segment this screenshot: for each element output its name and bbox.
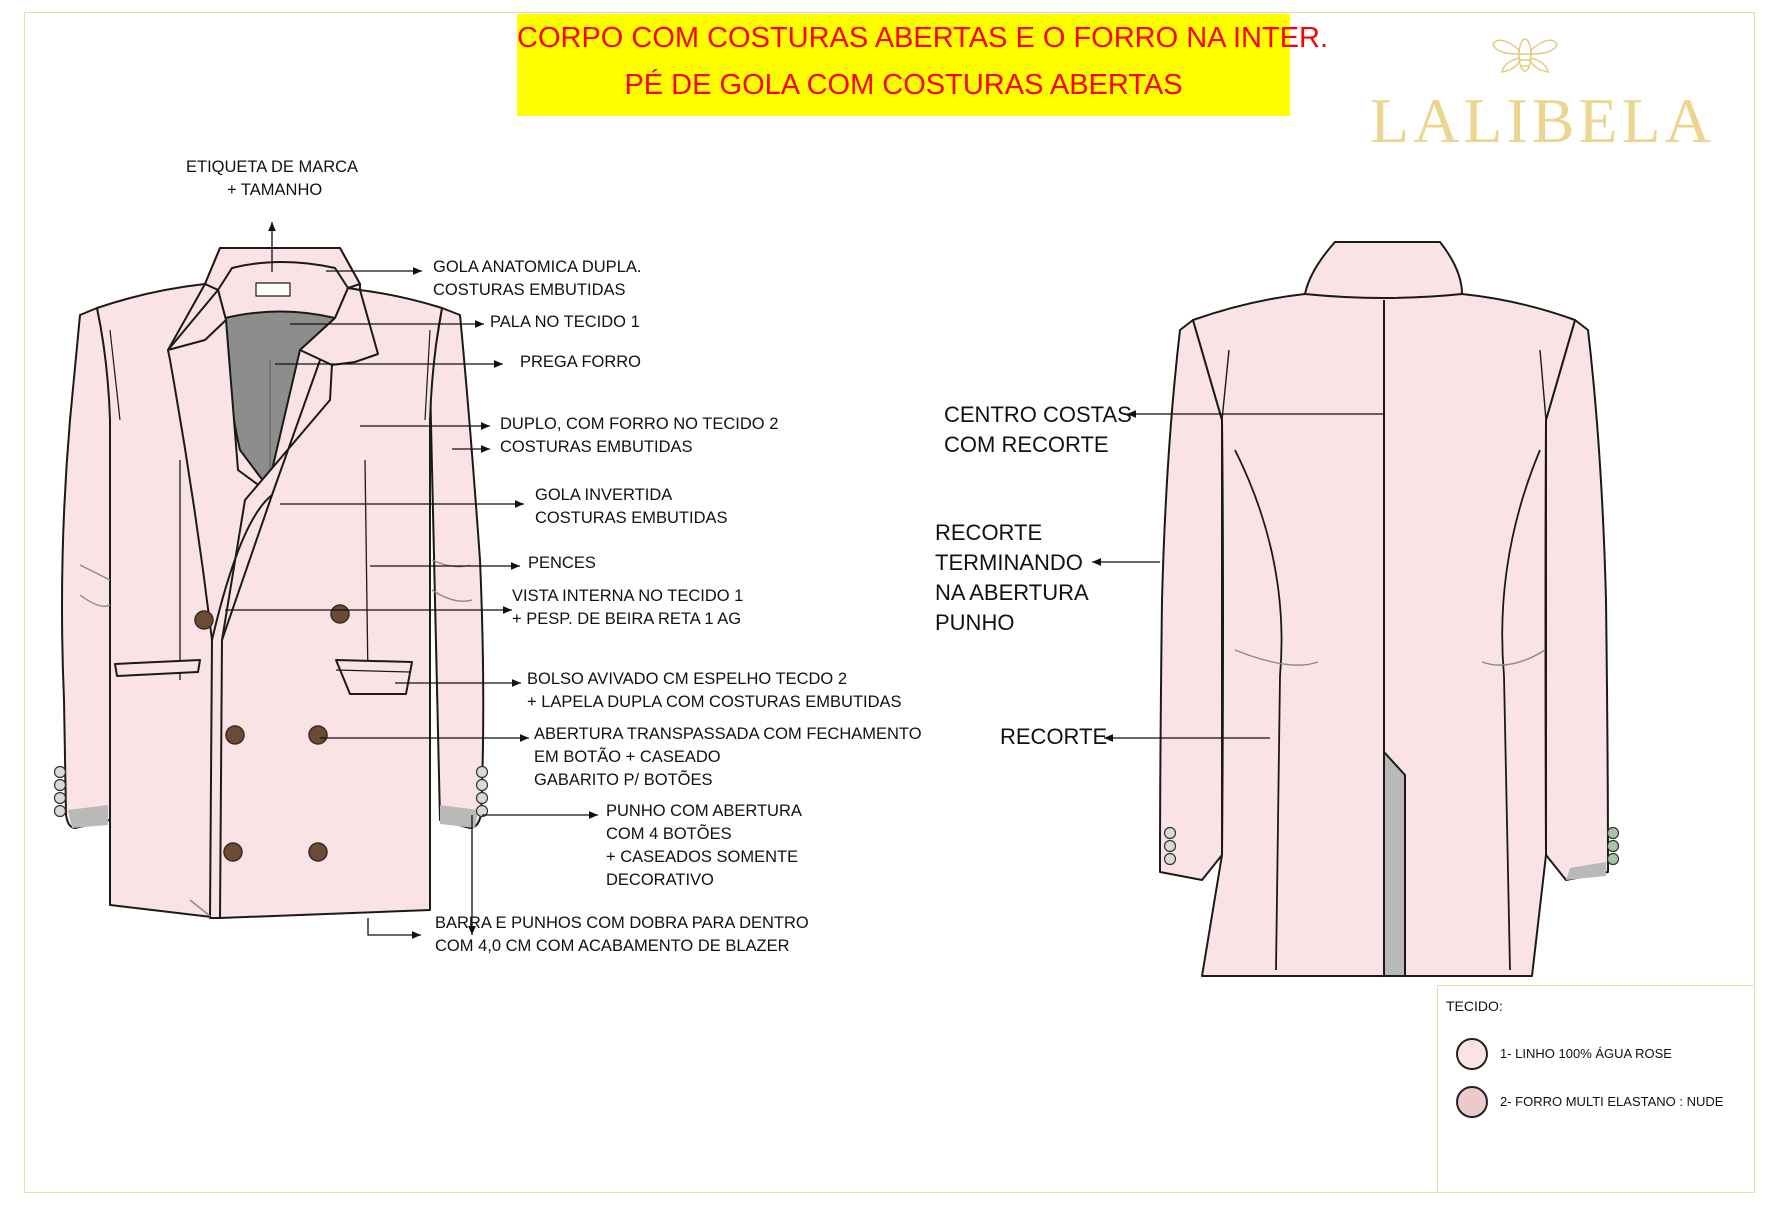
button-icon (223, 842, 243, 862)
label-duplo-line1: DUPLO, COM FORRO NO TECIDO 2 (500, 415, 779, 433)
button-icon (308, 725, 328, 745)
label-punho-line4: DECORATIVO (606, 871, 714, 889)
legend-title: TECIDO: (1446, 998, 1503, 1014)
banner-line-1: CORPO COM COSTURAS ABERTAS E O FORRO NA … (517, 22, 1329, 54)
label-recorte-punho-line3: NA ABERTURA (935, 580, 1089, 605)
label-punho-line3: + CASEADOS SOMENTE (606, 848, 799, 866)
label-punho-line2: COM 4 BOTÕES (606, 825, 732, 843)
banner-line-2: PÉ DE GOLA COM COSTURAS ABERTAS (624, 69, 1183, 101)
front-buttons (194, 604, 350, 862)
page-frame (24, 12, 1755, 1193)
button-icon (194, 610, 214, 630)
legend-item-1-label: 1- LINHO 100% ÁGUA ROSE (1500, 1046, 1672, 1061)
label-gola-invertida-line2: COSTURAS EMBUTIDAS (535, 509, 728, 527)
label-duplo-line2: COSTURAS EMBUTIDAS (500, 438, 693, 456)
label-gola-invertida-line1: GOLA INVERTIDA (535, 486, 673, 504)
label-abertura-line1: ABERTURA TRANSPASSADA COM FECHAMENTO (534, 725, 922, 743)
front-collar-stand (204, 247, 361, 291)
label-abertura-line3: GABARITO P/ BOTÕES (534, 771, 713, 789)
label-recorte-punho-line1: RECORTE (935, 520, 1043, 545)
front-right-sleeve (429, 307, 485, 829)
spec-banner: CORPO COM COSTURAS ABERTAS E O FORRO NA … (517, 14, 1329, 116)
label-pala: PALA NO TECIDO 1 (490, 313, 640, 331)
label-recorte-punho-line4: PUNHO (935, 610, 1015, 635)
swatch-fabric-2 (1456, 1086, 1488, 1118)
front-dart-right (364, 459, 369, 681)
front-cuff-buttons (53, 765, 489, 818)
label-punho-line1: PUNHO COM ABERTURA (606, 802, 802, 820)
label-barra-line1: BARRA E PUNHOS COM DOBRA PARA DENTRO (435, 914, 809, 932)
button-icon (308, 842, 328, 862)
label-etiqueta-line2: + TAMANHO (227, 181, 323, 199)
label-etiqueta-line1: ETIQUETA DE MARCA (186, 158, 359, 176)
front-left-cuff-lining (68, 805, 108, 828)
back-jacket (1159, 241, 1609, 977)
legend-item-2-label: 2- FORRO MULTI ELASTANO : NUDE (1500, 1094, 1724, 1109)
label-recorte-punho-line2: TERMINANDO (935, 550, 1083, 575)
swatch-fabric-1 (1456, 1038, 1488, 1070)
label-recorte: RECORTE (1000, 724, 1108, 749)
front-right-pocket-flap (335, 659, 413, 695)
label-vista-line2: + PESP. DE BEIRA RETA 1 AG (512, 610, 742, 628)
label-pences: PENCES (528, 554, 596, 572)
back-vent (1383, 751, 1406, 977)
brand-label-tag (255, 282, 291, 297)
fabric-legend: TECIDO: 1- LINHO 100% ÁGUA ROSE 2- FORRO… (1437, 985, 1755, 1193)
label-bolso-line2: + LAPELA DUPLA COM COSTURAS EMBUTIDAS (527, 693, 902, 711)
back-collar (1304, 241, 1463, 299)
label-centro-costas-line1: CENTRO COSTAS (944, 402, 1132, 427)
front-jacket (61, 247, 485, 919)
label-vista-line1: VISTA INTERNA NO TECIDO 1 (512, 587, 744, 605)
bee-logo-icon (1492, 38, 1558, 73)
label-gola-anatomica-line1: GOLA ANATOMICA DUPLA. (433, 258, 642, 276)
label-abertura-line2: EM BOTÃO + CASEADO (534, 748, 721, 766)
front-right-cuff-lining (440, 805, 478, 828)
button-icon (330, 604, 350, 624)
label-gola-anatomica-line2: COSTURAS EMBUTIDAS (433, 281, 626, 299)
label-centro-costas-line2: COM RECORTE (944, 432, 1109, 457)
button-icon (225, 725, 245, 745)
back-left-sleeve (1159, 319, 1223, 881)
brand-wordmark: LALIBELA (1370, 85, 1715, 156)
back-right-sleeve (1545, 319, 1609, 881)
label-prega: PREGA FORRO (520, 353, 642, 371)
front-left-pocket-flap (114, 659, 201, 677)
back-cuff-buttons (1163, 826, 1620, 866)
label-barra-line2: COM 4,0 CM COM ACABAMENTO DE BLAZER (435, 937, 790, 955)
label-bolso-line1: BOLSO AVIVADO CM ESPELHO TECDO 2 (527, 670, 848, 688)
